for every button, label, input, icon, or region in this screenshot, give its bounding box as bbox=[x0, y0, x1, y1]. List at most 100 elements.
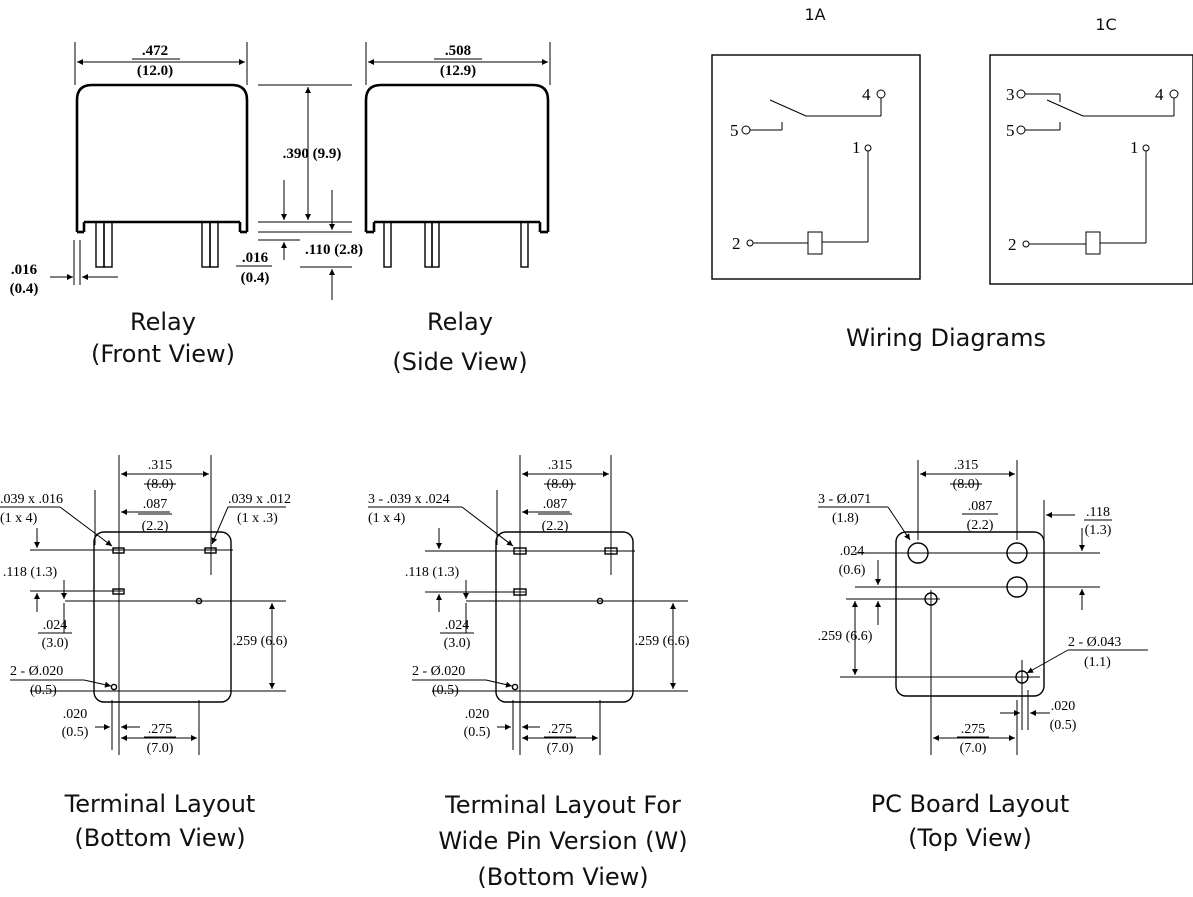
tl-pad-a-mm: (1 x 4) bbox=[0, 511, 38, 526]
wiring-1c-box bbox=[989, 54, 1193, 285]
wp-275-mm: (7.0) bbox=[547, 741, 574, 756]
pcb-caption-1: PC Board Layout bbox=[871, 790, 1070, 818]
wiring-1a-pin1: 1 bbox=[852, 138, 861, 157]
wp-087-in: .087 bbox=[543, 497, 568, 512]
pin-side-4 bbox=[520, 221, 529, 268]
wp-caption-2: Wide Pin Version (W) bbox=[438, 827, 687, 855]
wp-020-mm: (0.5) bbox=[464, 725, 491, 740]
tl-020-in: .020 bbox=[63, 707, 88, 722]
side-view: .508 (12.9) .390 (9.9) .016 (0.4) .110 (… bbox=[236, 42, 551, 376]
pin-side-1 bbox=[383, 221, 392, 268]
terminal-outline bbox=[93, 531, 232, 703]
wide-pin-layout: .315 (8.0) .087 (2.2) 3 - .039 x .024 (1… bbox=[368, 455, 690, 891]
label-1a: 1A bbox=[804, 5, 825, 24]
pin-side-3 bbox=[431, 221, 440, 268]
tl-275-in: .275 bbox=[148, 722, 173, 737]
front-view: .472 (12.0) .016 (0.4) Relay (Front View… bbox=[10, 42, 249, 368]
pin-width-in: .016 bbox=[11, 262, 38, 278]
tl-024-in: .024 bbox=[43, 618, 68, 633]
front-caption-2: (Front View) bbox=[91, 340, 235, 368]
tl-hole-in: 2 - Ø.020 bbox=[10, 664, 63, 679]
tl-275-mm: (7.0) bbox=[147, 741, 174, 756]
wp-087-mm: (2.2) bbox=[542, 519, 569, 534]
side-width-mm: (12.9) bbox=[440, 63, 476, 79]
wp-275-in: .275 bbox=[548, 722, 573, 737]
wp-259: .259 (6.6) bbox=[635, 634, 690, 649]
pin-width-mm: (0.4) bbox=[10, 281, 39, 297]
wiring-1c-pin5: 5 bbox=[1006, 121, 1015, 140]
wiring-1c-pin2: 2 bbox=[1008, 235, 1017, 254]
tl-pad-b-in: .039 x .012 bbox=[228, 492, 291, 507]
pin-front-3 bbox=[201, 221, 211, 268]
front-caption-1: Relay bbox=[130, 308, 196, 336]
pcb-024-in: .024 bbox=[840, 544, 865, 559]
pin-front-2 bbox=[103, 221, 113, 268]
wide-outline bbox=[495, 531, 634, 703]
pcb-bighole-in: 3 - Ø.071 bbox=[818, 492, 871, 507]
wp-caption-1: Terminal Layout For bbox=[444, 791, 681, 819]
tl-pad-a-in: .039 x .016 bbox=[0, 492, 63, 507]
tl-315-in: .315 bbox=[148, 458, 173, 473]
wiring-1a-box bbox=[711, 54, 921, 280]
pcb-bighole-mm: (1.8) bbox=[832, 511, 859, 526]
relay-body-front bbox=[75, 83, 249, 232]
pin-length: .110 (2.8) bbox=[305, 242, 363, 258]
tl-caption-1: Terminal Layout bbox=[64, 790, 256, 818]
wp-315-in: .315 bbox=[548, 458, 573, 473]
pcb-315-in: .315 bbox=[954, 458, 979, 473]
pcb-outline bbox=[895, 531, 1045, 697]
wiring-1c-coil bbox=[1085, 231, 1101, 255]
tl-pad-b-mm: (1 x .3) bbox=[237, 511, 278, 526]
tl-118: .118 (1.3) bbox=[3, 565, 58, 580]
pcb-118-mm: (1.3) bbox=[1085, 523, 1112, 538]
wp-024-in: .024 bbox=[445, 618, 470, 633]
tl-020-mm: (0.5) bbox=[62, 725, 89, 740]
wiring-1a-pin2: 2 bbox=[732, 234, 741, 253]
pin-side-2 bbox=[424, 221, 433, 268]
pcb-118-in: .118 bbox=[1086, 505, 1110, 520]
side-caption-2: (Side View) bbox=[392, 348, 527, 376]
tl-hole-mm: (0.5) bbox=[30, 683, 57, 698]
tl-259: .259 (6.6) bbox=[233, 634, 288, 649]
pcb-275-in: .275 bbox=[961, 722, 986, 737]
wiring-1a-pin5: 5 bbox=[730, 121, 739, 140]
pin-front-1 bbox=[95, 221, 105, 268]
pin-front-4 bbox=[209, 221, 219, 268]
pcb-smallhole-in: 2 - Ø.043 bbox=[1068, 635, 1121, 650]
pcb-275-mm: (7.0) bbox=[960, 741, 987, 756]
tl-087-in: .087 bbox=[143, 497, 168, 512]
side-height: .390 (9.9) bbox=[283, 146, 342, 162]
wp-caption-3: (Bottom View) bbox=[477, 863, 648, 891]
standoff-in: .016 bbox=[242, 250, 269, 266]
wiring-1a-pin4: 4 bbox=[862, 85, 871, 104]
wiring-1c-pin1: 1 bbox=[1130, 138, 1139, 157]
side-width-in: .508 bbox=[445, 43, 471, 59]
wiring-1c-pin3: 3 bbox=[1006, 85, 1015, 104]
wp-020-in: .020 bbox=[465, 707, 490, 722]
tl-caption-2: (Bottom View) bbox=[74, 824, 245, 852]
wp-024-mm: (3.0) bbox=[444, 636, 471, 651]
pcb-020-in: .020 bbox=[1051, 699, 1076, 714]
pcb-020-mm: (0.5) bbox=[1050, 718, 1077, 733]
terminal-layout: .315 (8.0) .087 (2.2) .039 x .016 (1 x 4… bbox=[0, 455, 291, 852]
wp-pad-in: 3 - .039 x .024 bbox=[368, 492, 450, 507]
wiring-1a-coil bbox=[807, 231, 823, 255]
wiring-diagrams: 1A 1C 4 5 1 2 3 4 5 1 bbox=[711, 5, 1193, 352]
wp-hole-in: 2 - Ø.020 bbox=[412, 664, 465, 679]
front-width-mm: (12.0) bbox=[137, 63, 173, 79]
pcb-087-mm: (2.2) bbox=[967, 518, 994, 533]
side-caption-1: Relay bbox=[427, 308, 493, 336]
pcb-087-in: .087 bbox=[968, 499, 993, 514]
tl-087-mm: (2.2) bbox=[142, 519, 169, 534]
wp-118: .118 (1.3) bbox=[405, 565, 460, 580]
pc-board-layout: .315 (8.0) 3 - Ø.071 (1.8) .087 (2.2) .1… bbox=[818, 458, 1148, 852]
wp-pad-mm: (1 x 4) bbox=[368, 511, 406, 526]
label-1c: 1C bbox=[1095, 15, 1116, 34]
tl-024-mm: (3.0) bbox=[42, 636, 69, 651]
wp-hole-mm: (0.5) bbox=[432, 683, 459, 698]
pcb-caption-2: (Top View) bbox=[908, 824, 1032, 852]
wiring-caption: Wiring Diagrams bbox=[846, 324, 1046, 352]
relay-body-side bbox=[364, 83, 550, 232]
front-width-in: .472 bbox=[142, 43, 168, 59]
